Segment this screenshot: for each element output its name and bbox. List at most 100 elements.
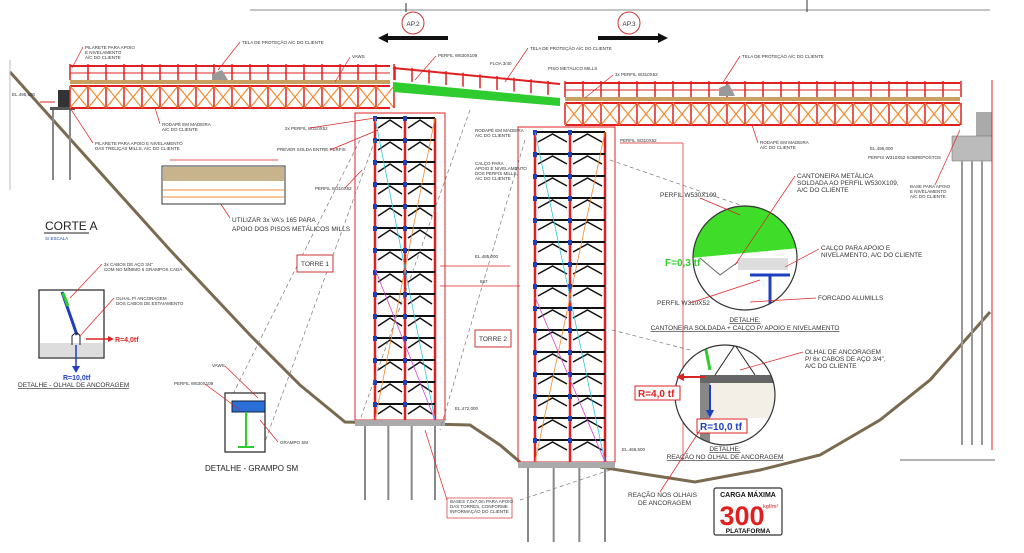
screen-roll <box>212 70 228 80</box>
svg-text:DETALHE - OLHAL DE ANCORAGEM: DETALHE - OLHAL DE ANCORAGEM <box>18 382 129 389</box>
tower-node <box>533 218 537 223</box>
truss-brace <box>231 85 251 109</box>
tower-node <box>568 174 572 179</box>
tower-truss <box>407 361 433 371</box>
tower-node <box>533 262 537 267</box>
svg-text:R=10,0 tf: R=10,0 tf <box>700 422 743 433</box>
tower-1-label: TORRE 1 <box>301 261 329 268</box>
tower-node <box>568 240 572 245</box>
tower-truss <box>537 243 568 253</box>
screen-roll <box>719 84 735 96</box>
elevation-left: EL.495,500 <box>12 92 36 97</box>
svg-text:TELA DE PROTEÇÃO A/C DO CLIENT: TELA DE PROTEÇÃO A/C DO CLIENTE <box>742 53 824 59</box>
arrow-down-icon <box>72 366 80 373</box>
tower-node <box>533 284 537 289</box>
tower-truss <box>377 317 403 327</box>
tower-node <box>533 174 537 179</box>
tower-node <box>568 372 572 377</box>
tower-brace <box>534 131 606 463</box>
tower-node <box>373 358 377 363</box>
svg-text:R=4,0tf: R=4,0tf <box>115 337 139 344</box>
tower-truss <box>377 295 403 305</box>
tower-node <box>403 292 407 297</box>
truss-brace <box>852 102 872 126</box>
tower-truss <box>537 287 568 297</box>
tower-node <box>533 438 537 443</box>
left-abutment <box>40 90 75 180</box>
tower-node <box>533 306 537 311</box>
right-abutment <box>900 80 995 461</box>
svg-text:R=4,0 tf: R=4,0 tf <box>638 389 675 400</box>
truss-brace <box>177 85 197 109</box>
tower-node <box>568 394 572 399</box>
tower-truss <box>537 331 568 341</box>
max-load-badge: CARGA MÁXIMA 300 kgf/m² PLATAFORMA <box>713 487 783 536</box>
tower-truss <box>537 353 568 363</box>
tower-truss <box>407 405 433 415</box>
svg-text:300: 300 <box>719 501 764 531</box>
tower-node <box>373 314 377 319</box>
truss-brace <box>87 85 107 109</box>
tower-node <box>373 292 377 297</box>
tower-truss <box>537 177 568 187</box>
svg-text:PISO METÁLICO MILLS: PISO METÁLICO MILLS <box>548 65 597 71</box>
tower-node <box>568 284 572 289</box>
tower-node <box>568 218 572 223</box>
tower-brace <box>374 117 436 421</box>
svg-text:VAWS: VAWS <box>212 363 225 368</box>
tower-node <box>373 402 377 407</box>
tower-base <box>518 462 615 468</box>
tower-truss <box>377 339 403 349</box>
svg-text:2x PERFIL W310X52: 2x PERFIL W310X52 <box>285 126 328 131</box>
truss-brace <box>780 102 800 126</box>
tower-node <box>533 152 537 157</box>
tower-truss <box>377 119 403 129</box>
svg-text:VAWS: VAWS <box>352 54 365 59</box>
arrow-right-icon <box>108 336 114 342</box>
truss-brace <box>708 102 728 126</box>
truss-brace <box>303 85 323 109</box>
ap2-marker: AP.2 <box>378 11 448 43</box>
deck <box>70 80 390 84</box>
scale-note: S/ ESCALA <box>45 236 68 241</box>
truss-brace <box>195 85 215 109</box>
tower-truss <box>572 133 603 143</box>
truss-brace <box>726 102 746 126</box>
tower-truss <box>407 119 433 129</box>
truss-brace <box>141 85 161 109</box>
tower-truss <box>572 397 603 407</box>
tower-node <box>568 130 572 135</box>
tower-node <box>403 336 407 341</box>
svg-text:TELA DE PROTEÇÃO A/C DO CLIENT: TELA DE PROTEÇÃO A/C DO CLIENTE <box>242 39 324 45</box>
svg-text:CARGA MÁXIMA: CARGA MÁXIMA <box>720 490 776 499</box>
svg-text:PERFIL W310X52: PERFIL W310X52 <box>620 138 657 143</box>
ap2-label: AP.2 <box>406 21 420 28</box>
truss-brace <box>582 102 602 126</box>
tower-node <box>568 438 572 443</box>
tower-frame <box>354 112 446 421</box>
truss-brace <box>339 85 359 109</box>
truss-brace <box>906 102 926 126</box>
tower-node <box>568 350 572 355</box>
tower-node <box>533 240 537 245</box>
tower-truss <box>407 185 433 195</box>
tower-truss <box>572 287 603 297</box>
truss-brace <box>744 102 764 126</box>
deck <box>565 97 960 101</box>
svg-text:PERFIL W530X109: PERFIL W530X109 <box>660 192 717 199</box>
arrow-right-icon <box>598 33 668 43</box>
tower-node <box>403 182 407 187</box>
truss-brace <box>213 85 233 109</box>
handrail <box>392 67 561 85</box>
dimension-837: 837 <box>480 279 488 284</box>
tower-truss <box>572 441 603 451</box>
tower-truss <box>537 133 568 143</box>
